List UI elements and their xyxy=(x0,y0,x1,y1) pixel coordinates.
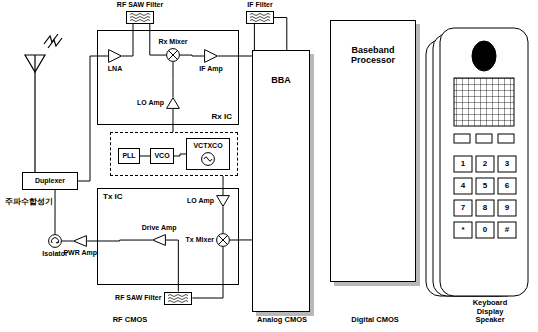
isolator-symbol: Isolator xyxy=(38,234,72,260)
ic-block: Tx IC LO Amp Tx Mixer Drive Amp xyxy=(97,188,239,285)
signal-line xyxy=(230,239,252,240)
node-label: Tx Mixer xyxy=(186,236,214,244)
signal-line xyxy=(180,55,204,57)
key-label: # xyxy=(505,225,509,234)
key-label: * xyxy=(461,225,464,234)
key-label: 3 xyxy=(505,159,509,168)
signal-line xyxy=(173,62,174,97)
signal-line xyxy=(122,24,133,56)
filter-symbol: IF Filter xyxy=(240,1,280,28)
duplexer-box: Duplexer xyxy=(22,172,78,190)
mixer-symbol: Tx Mixer xyxy=(176,232,230,248)
key-label: 2 xyxy=(483,159,487,168)
filter-shape xyxy=(246,11,274,24)
key-label: 5 xyxy=(483,181,487,190)
filter-shape xyxy=(164,292,192,305)
signal-line xyxy=(223,176,224,195)
process-box: VCO xyxy=(150,148,174,164)
node-label: Isolator xyxy=(42,250,67,258)
handset-illustration xyxy=(426,28,528,296)
node-label: LO Amp xyxy=(187,197,214,205)
tri-d-shape xyxy=(216,195,230,207)
process-block: BBA xyxy=(252,50,310,312)
node-label: PLL xyxy=(122,152,135,160)
key-label: 0 xyxy=(483,225,487,234)
signal-line xyxy=(223,207,224,233)
signal-line xyxy=(218,24,254,56)
signal-line xyxy=(172,109,173,132)
key-label: 9 xyxy=(505,203,509,212)
amplifier-symbol: LO Amp xyxy=(176,194,230,208)
node-label: IF Filter xyxy=(247,1,272,9)
signal-line xyxy=(140,156,150,157)
mixer-symbol: Rx Mixer xyxy=(156,38,190,64)
amplifier-symbol: LNA xyxy=(100,49,130,75)
node-label: 주파수합성기 xyxy=(5,197,53,206)
node-label: IF Amp xyxy=(199,65,222,73)
signal-line xyxy=(166,240,178,291)
process-box: PLL xyxy=(118,148,140,164)
mix-shape xyxy=(166,48,180,62)
tri-r-shape xyxy=(108,49,122,63)
filter-symbol: RF SAW Filter xyxy=(112,1,168,28)
iso-shape xyxy=(48,234,62,248)
signal-line xyxy=(192,247,223,298)
node-label: LNA xyxy=(108,65,122,73)
node-label: VCTXCO xyxy=(193,142,222,150)
technology-label: Digital CMOS xyxy=(351,316,399,325)
tri-l-shape xyxy=(73,235,87,247)
amplifier-symbol: LO Amp xyxy=(128,96,180,110)
osc-shape xyxy=(201,152,215,166)
node-label: Tx IC xyxy=(103,192,123,201)
node-label: Baseband Processor xyxy=(342,45,404,66)
filter-symbol: RF SAW Filter xyxy=(110,290,192,306)
node-label: RF SAW Filter xyxy=(117,1,163,9)
ic-block: Rx IC LNA Rx Mixer IF Amp LO Amp xyxy=(97,30,239,125)
node-label: Rx Mixer xyxy=(158,38,187,46)
tri-u-shape xyxy=(166,97,180,109)
technology-label: Analog CMOS xyxy=(257,316,307,325)
tri-r-shape xyxy=(204,49,218,63)
filter-shape xyxy=(126,11,154,24)
signal-line xyxy=(174,154,186,156)
amplifier-symbol: Drive Amp xyxy=(140,224,179,248)
node-label: Drive Amp xyxy=(142,224,177,232)
node-label: Rx IC xyxy=(212,112,232,121)
node-label: PWR Amp xyxy=(63,249,97,257)
mix-shape xyxy=(216,233,230,247)
key-label: 6 xyxy=(505,181,509,190)
tri-l-shape xyxy=(152,234,166,246)
technology-label: Keyboard Display Speaker xyxy=(467,299,513,325)
key-label: 1 xyxy=(461,159,465,168)
signal-line xyxy=(274,18,287,50)
technology-label: RF CMOS xyxy=(113,316,148,325)
oscillator-box: VCTXCO xyxy=(186,138,230,170)
key-label: 4 xyxy=(461,181,465,190)
synthesizer-group: 주파수합성기PLLVCOVCTXCO xyxy=(110,132,238,176)
node-label: BBA xyxy=(271,75,291,85)
process-block: Baseband Processor xyxy=(330,20,416,282)
key-label: 8 xyxy=(483,203,487,212)
node-label: RF SAW Filter xyxy=(115,294,161,302)
signal-line xyxy=(62,241,73,242)
amplifier-symbol: IF Amp xyxy=(196,49,226,75)
signal-line xyxy=(55,190,56,234)
antenna-symbol xyxy=(25,34,62,172)
node-label: Duplexer xyxy=(35,177,65,185)
signal-line xyxy=(78,56,108,181)
node-label: LO Amp xyxy=(137,99,164,107)
key-label: 7 xyxy=(461,203,465,212)
node-label: VCO xyxy=(154,152,169,160)
